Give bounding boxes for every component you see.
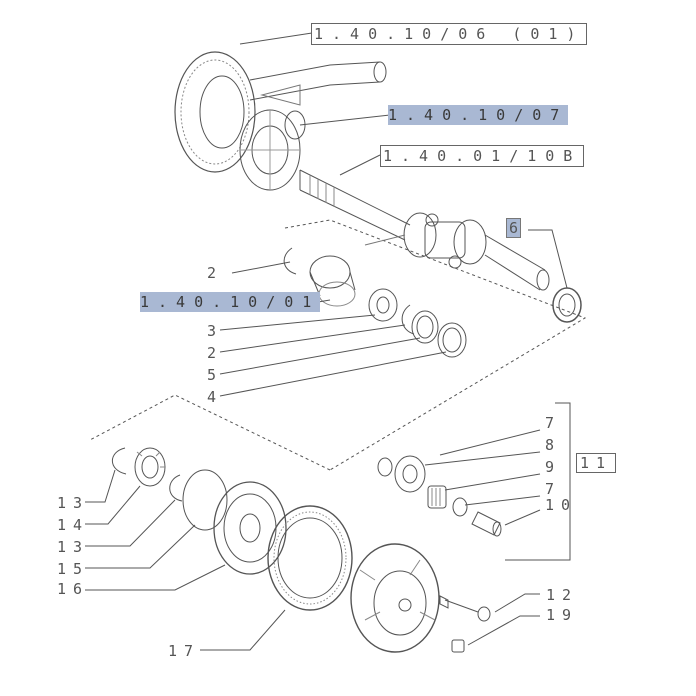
leader-12 (494, 593, 540, 613)
output-shaft (484, 234, 550, 291)
circlip-13-upper (111, 447, 127, 475)
brake-disc-hub (350, 543, 440, 653)
leader-13a (85, 469, 116, 503)
callout-14[interactable]: 14 (57, 516, 90, 534)
plug-19 (451, 639, 465, 653)
callout-8[interactable]: 8 (545, 436, 562, 454)
leader-4 (219, 351, 447, 397)
leader-14 (85, 485, 141, 525)
callout-5[interactable]: 5 (207, 366, 224, 384)
leader-17 (200, 609, 286, 651)
callout-9[interactable]: 9 (545, 458, 562, 476)
bearing-3 (368, 288, 398, 322)
leader-6 (528, 229, 568, 289)
ref-label-shaft[interactable]: 1.40.01/10B (380, 145, 585, 167)
callout-7-lower[interactable]: 7 (545, 480, 562, 498)
planet-gear-8 (394, 455, 426, 493)
washer-7-lower (452, 497, 468, 517)
leader-16 (85, 564, 226, 591)
ref-label-left[interactable]: 1.40.10/01 (140, 292, 321, 312)
leader-7a (439, 429, 541, 456)
seal-4 (437, 322, 467, 358)
callout-19[interactable]: 19 (546, 606, 579, 624)
callout-12[interactable]: 12 (546, 586, 579, 604)
leader-3 (219, 314, 376, 331)
ref-label-top[interactable]: 1.40.10/06 (01) (311, 23, 588, 45)
ring-gear-17 (267, 505, 353, 611)
leader-9 (444, 473, 541, 491)
snap-ring-15 (182, 469, 228, 531)
circlip-13-lower (169, 474, 183, 502)
callout-15[interactable]: 15 (57, 560, 90, 578)
needle-bearing-9 (427, 485, 447, 509)
leader-8 (424, 451, 541, 466)
leader-2a (231, 261, 291, 274)
callout-16[interactable]: 16 (57, 580, 90, 598)
callout-4[interactable]: 4 (207, 388, 224, 406)
leader-5 (219, 337, 421, 375)
universal-joint (403, 212, 487, 269)
callout-6[interactable]: 6 (506, 218, 522, 238)
leader-7b (464, 495, 541, 506)
circlip-2-lower (401, 304, 415, 335)
callout-10[interactable]: 10 (545, 496, 578, 514)
leader-2b (219, 324, 406, 353)
differential-housing (239, 109, 306, 191)
leader-ref-diff (299, 114, 391, 126)
bolt-12 (439, 595, 491, 622)
spacer-5 (411, 310, 439, 344)
bracket-11 (505, 402, 571, 561)
ring-gear (174, 51, 256, 173)
circlip-2-upper (283, 247, 297, 275)
leader-13b (85, 499, 176, 547)
callout-2-lower[interactable]: 2 (207, 344, 224, 362)
ref-label-differential[interactable]: 1.40.10/07 (388, 105, 569, 125)
planet-pin-10 (471, 511, 502, 537)
callout-17[interactable]: 17 (168, 642, 201, 660)
pinion-shaft-top (249, 61, 387, 106)
spline-sleeve (309, 255, 356, 307)
leader-19 (467, 615, 540, 646)
leader-ref-shaft (339, 154, 381, 176)
leader-15 (85, 524, 196, 569)
callout-13-upper[interactable]: 13 (57, 494, 90, 512)
leader-ref-top (239, 32, 313, 45)
callout-7-upper[interactable]: 7 (545, 414, 562, 432)
callout-3[interactable]: 3 (207, 322, 224, 340)
leader-10 (504, 509, 541, 526)
callout-11[interactable]: 11 (576, 453, 617, 473)
callout-2-upper[interactable]: 2 (207, 264, 224, 282)
drive-shaft (299, 169, 411, 241)
seal-ring-6 (552, 287, 582, 323)
washer-7-upper (377, 457, 393, 477)
callout-13-lower[interactable]: 13 (57, 538, 90, 556)
group-frame-dashed (284, 219, 587, 471)
gear-14 (134, 447, 166, 487)
